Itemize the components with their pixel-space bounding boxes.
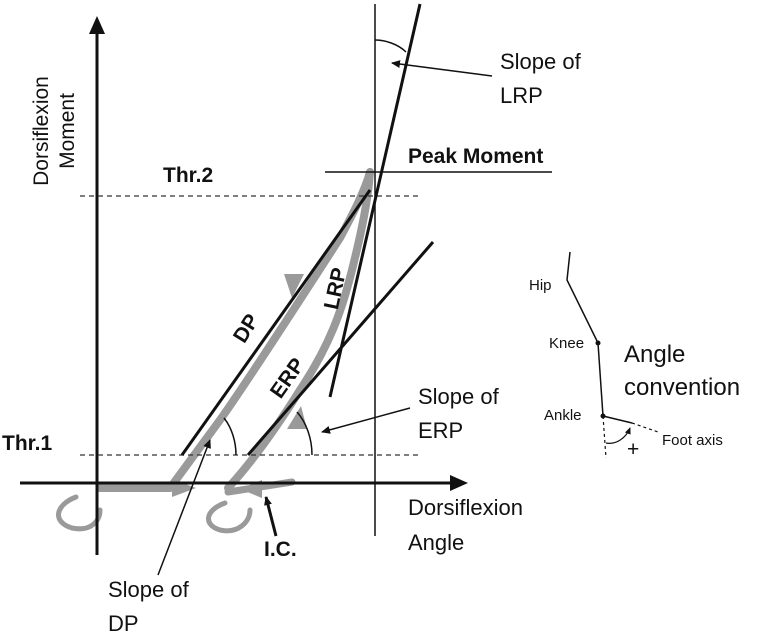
angle-convention-inset: Hip Knee Ankle Foot axis + Angle convent… bbox=[529, 251, 740, 461]
axes bbox=[20, 4, 468, 555]
thr1-label: Thr.1 bbox=[2, 432, 53, 455]
loop-lower-branch bbox=[224, 168, 374, 492]
lrp-angle-arc bbox=[374, 39, 407, 53]
loop-arrow-down bbox=[284, 274, 304, 298]
slope-lrp-arrow bbox=[391, 60, 493, 77]
erp-slope-line bbox=[246, 241, 435, 456]
loop-curl-left bbox=[56, 494, 103, 532]
slope-erp-line1: Slope of bbox=[418, 384, 500, 409]
loop-upper-branch bbox=[96, 168, 374, 492]
loop-arrow-up bbox=[287, 406, 307, 429]
slope-dp-arrow bbox=[157, 439, 211, 576]
dp-slope-line bbox=[180, 189, 372, 456]
moment-angle-loop bbox=[56, 168, 374, 534]
axis-labels: Dorsiflexion Moment Dorsiflexion Angle bbox=[30, 76, 523, 555]
x-axis-arrowhead bbox=[450, 475, 468, 491]
knee-joint-dot bbox=[595, 340, 601, 346]
knee-label: Knee bbox=[549, 335, 584, 352]
shank-extension-line bbox=[602, 415, 607, 459]
ankle-joint-dot bbox=[600, 413, 606, 419]
slope-lrp-line2: LRP bbox=[500, 83, 543, 108]
peak-moment-label: Peak Moment bbox=[408, 145, 543, 168]
hip-label: Hip bbox=[529, 277, 552, 294]
erp-angle-arc bbox=[296, 411, 313, 456]
ic-arrow bbox=[264, 496, 278, 537]
angle-convention-title-line2: convention bbox=[624, 374, 740, 401]
y-axis-label-line1: Dorsiflexion bbox=[30, 76, 53, 186]
x-axis-label-line2: Angle bbox=[408, 530, 464, 555]
ankle-angle-arc bbox=[605, 427, 631, 444]
x-axis-label-line1: Dorsiflexion bbox=[408, 495, 523, 520]
slope-erp-line2: ERP bbox=[418, 418, 463, 443]
lrp-label: LRP bbox=[320, 266, 351, 312]
threshold-labels: Thr.2 Thr.1 Peak Moment bbox=[2, 145, 543, 455]
threshold-lines bbox=[80, 171, 552, 456]
slope-dp-line2: DP bbox=[108, 611, 139, 636]
loop-curl-right bbox=[206, 500, 253, 534]
dp-label: DP bbox=[229, 310, 264, 347]
angle-convention-title-line1: Angle bbox=[624, 341, 685, 368]
ankle-label: Ankle bbox=[544, 407, 582, 424]
slope-dp-line1: Slope of bbox=[108, 577, 190, 602]
slope-lrp-line1: Slope of bbox=[500, 49, 582, 74]
annotation-arrows bbox=[157, 60, 493, 576]
foot-axis-line bbox=[631, 422, 659, 433]
dp-angle-arc bbox=[223, 417, 237, 456]
ic-label: I.C. bbox=[264, 538, 297, 561]
slope-lines bbox=[180, 3, 435, 456]
slope-erp-arrow bbox=[321, 407, 411, 434]
y-axis-arrowhead bbox=[89, 16, 105, 34]
foot-axis-label: Foot axis bbox=[662, 432, 723, 449]
lrp-slope-line bbox=[328, 3, 422, 398]
thr2-label: Thr.2 bbox=[163, 164, 213, 187]
plus-sign-label: + bbox=[627, 438, 639, 461]
slope-annotations: Slope of LRP Slope of ERP Slope of DP I.… bbox=[108, 49, 582, 636]
y-axis-label-line2: Moment bbox=[56, 93, 79, 169]
